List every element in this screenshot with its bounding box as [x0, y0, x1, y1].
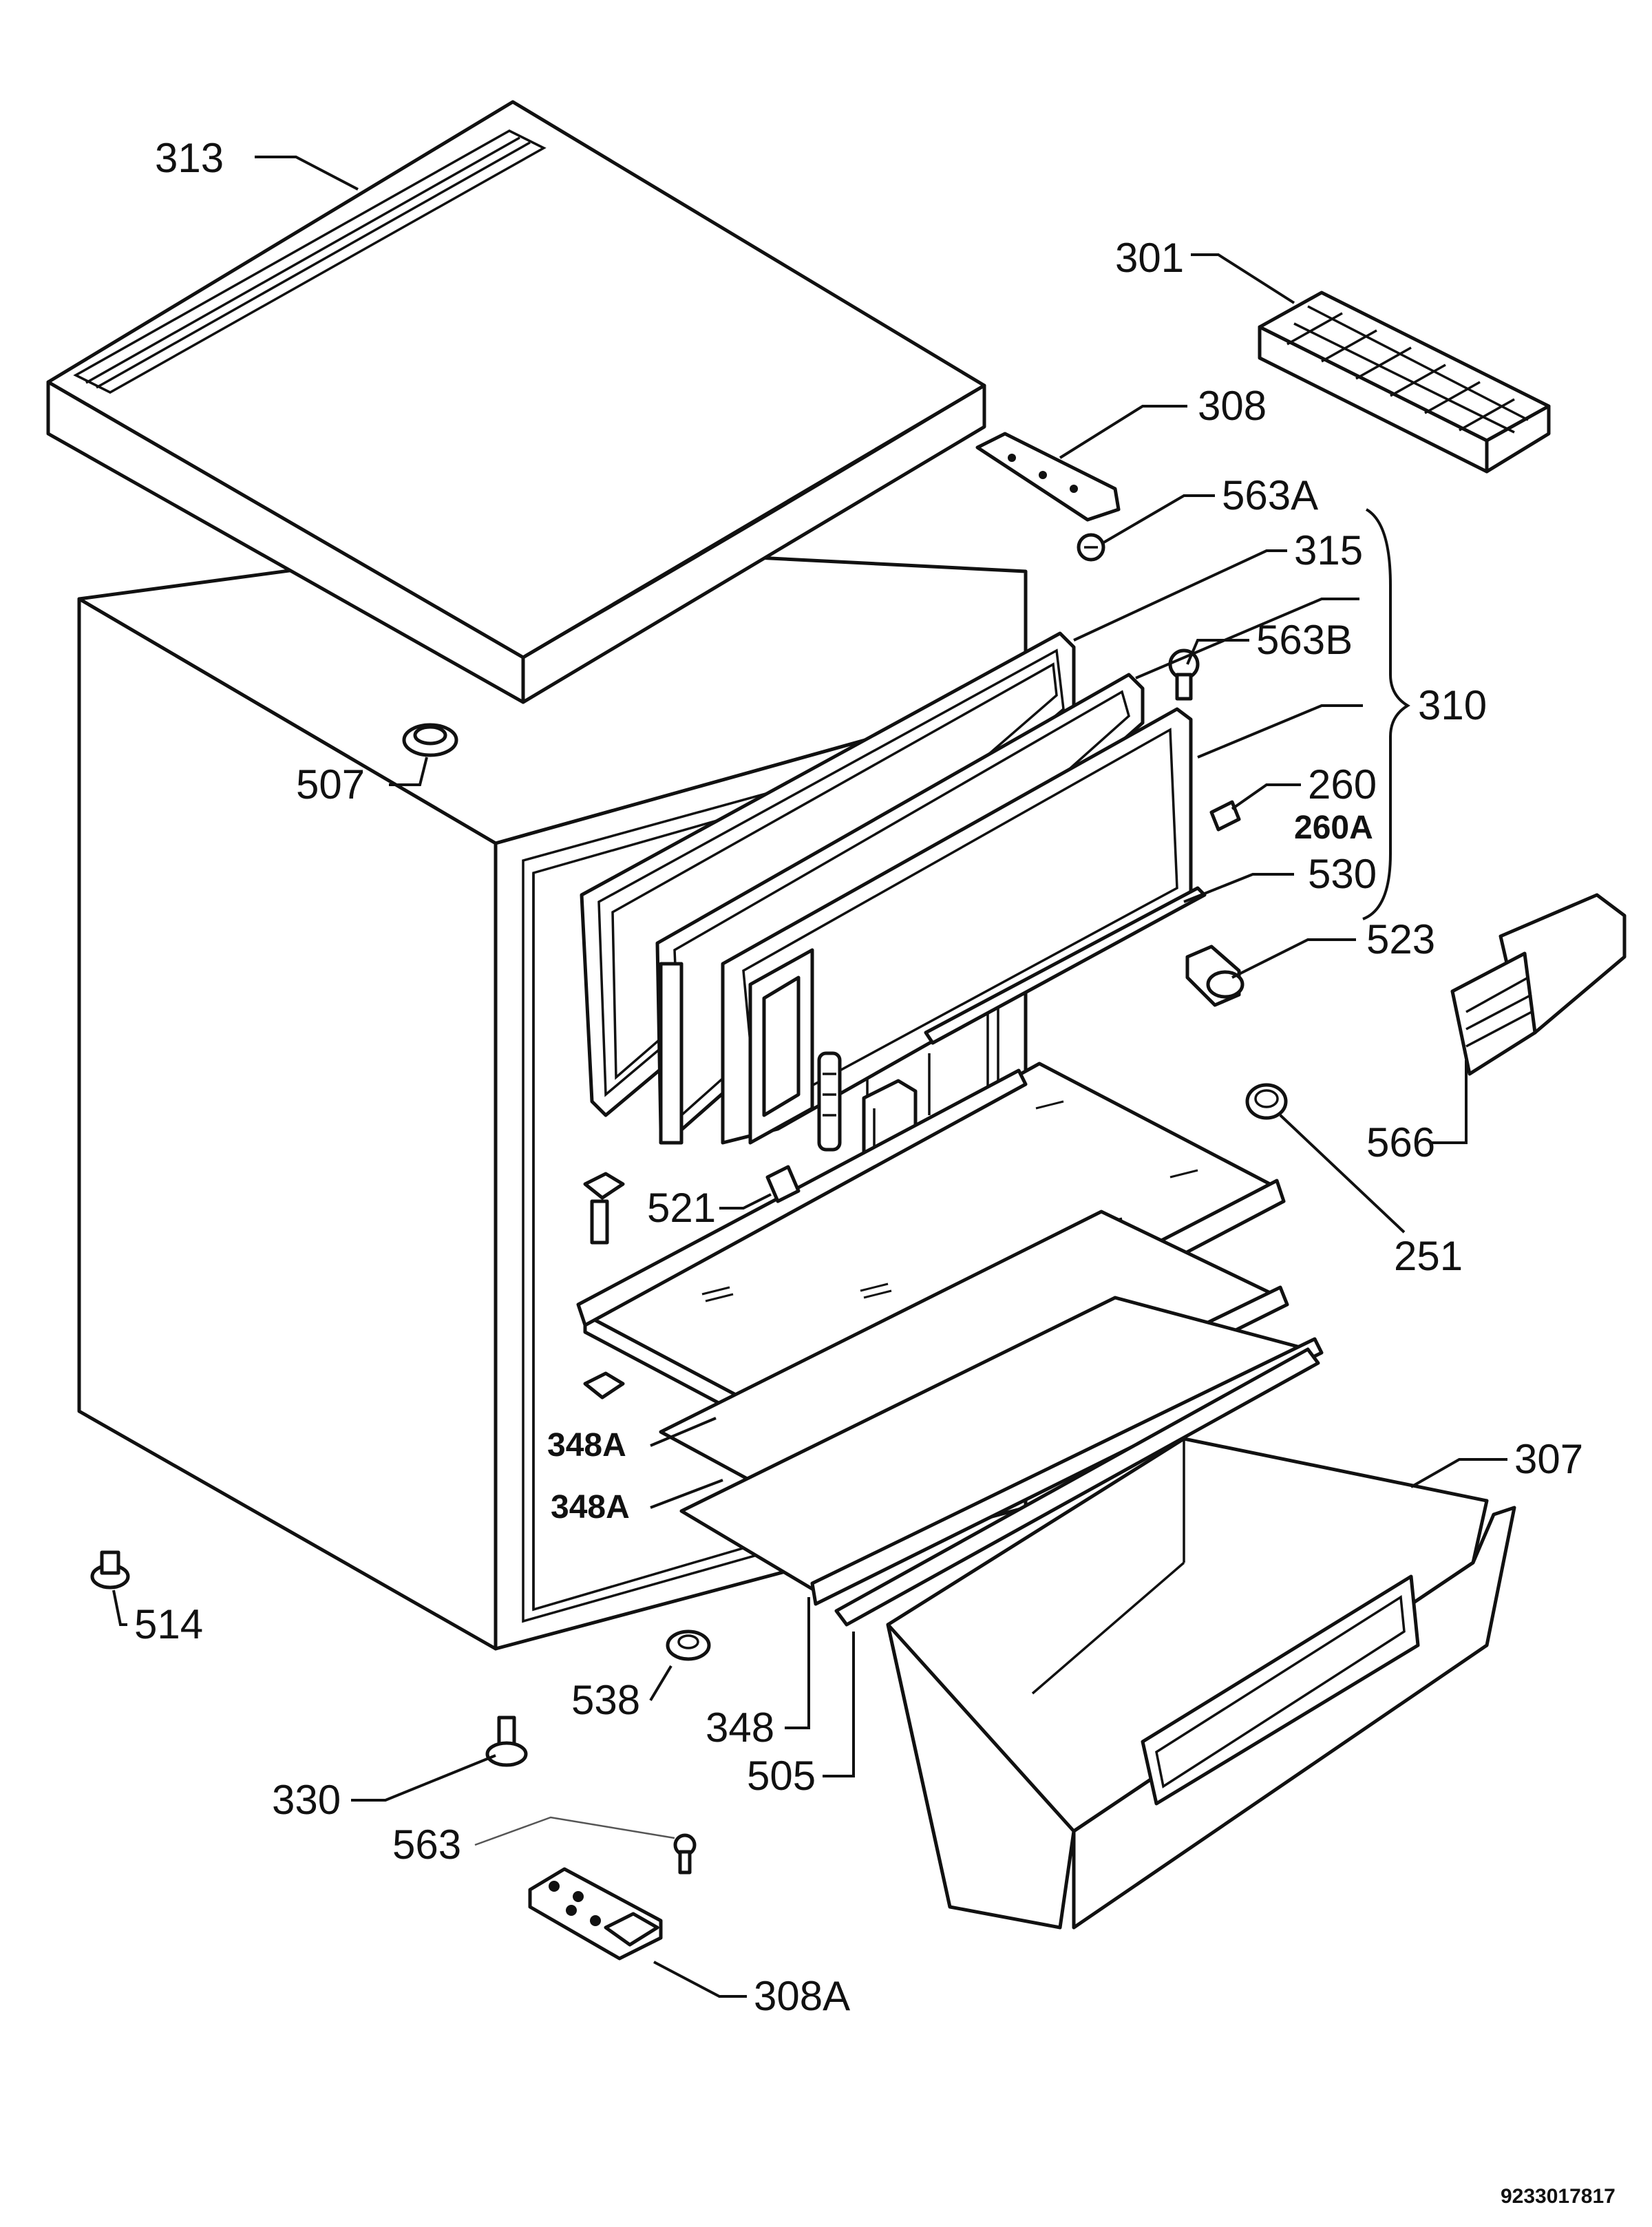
- label-307: 307: [1514, 1436, 1583, 1482]
- label-514: 514: [134, 1601, 203, 1647]
- label-308a: 308A: [754, 1973, 850, 2019]
- label-251: 251: [1394, 1233, 1463, 1279]
- label-260a: 260A: [1294, 810, 1373, 846]
- hinge-pin-523: [1185, 944, 1245, 1007]
- shelf-clip-lower: [583, 1371, 625, 1400]
- label-301: 301: [1115, 235, 1184, 281]
- label-507: 507: [296, 761, 365, 808]
- label-348a-2: 348A: [551, 1489, 630, 1526]
- lower-hinge: [528, 1867, 663, 1961]
- label-563b: 563B: [1256, 617, 1353, 663]
- crisper-drawer: [886, 1437, 1516, 1930]
- label-563a: 563A: [1222, 472, 1318, 518]
- upper-hinge: [975, 432, 1121, 522]
- label-310: 310: [1418, 682, 1487, 728]
- label-330: 330: [272, 1777, 341, 1823]
- label-523: 523: [1366, 916, 1435, 962]
- drawing-code: 9233017817: [1501, 2185, 1616, 2208]
- label-260: 260: [1308, 761, 1377, 808]
- screw-563: [673, 1833, 697, 1875]
- plug-507: [402, 723, 458, 757]
- ice-scraper: [1450, 893, 1627, 1076]
- door-strip: [834, 1347, 1320, 1627]
- spacer-538: [666, 1629, 711, 1661]
- label-313: 313: [155, 135, 224, 181]
- label-315: 315: [1294, 527, 1363, 573]
- top-lid: [46, 100, 986, 704]
- label-566: 566: [1366, 1119, 1435, 1165]
- label-538: 538: [571, 1677, 640, 1723]
- label-521: 521: [647, 1185, 716, 1231]
- inner-door-panel: [721, 707, 1193, 1145]
- label-348a-1: 348A: [547, 1427, 626, 1464]
- foot-514: [90, 1550, 130, 1590]
- foot-330: [485, 1716, 528, 1767]
- label-563: 563: [392, 1822, 461, 1868]
- label-530: 530: [1308, 851, 1377, 897]
- lamp-cover-521: [765, 1165, 801, 1203]
- ice-tray: [1258, 291, 1551, 474]
- label-348: 348: [706, 1704, 774, 1751]
- label-308: 308: [1198, 383, 1267, 429]
- leader-lines: [112, 156, 1507, 1998]
- shelf-clip-upper: [583, 1172, 625, 1245]
- label-505: 505: [747, 1753, 816, 1799]
- screw-563a: [1077, 533, 1105, 562]
- part-labels: 313 301 308 563A 315 563B 310 507 260 26…: [134, 135, 1583, 2019]
- knob-251: [1245, 1083, 1288, 1120]
